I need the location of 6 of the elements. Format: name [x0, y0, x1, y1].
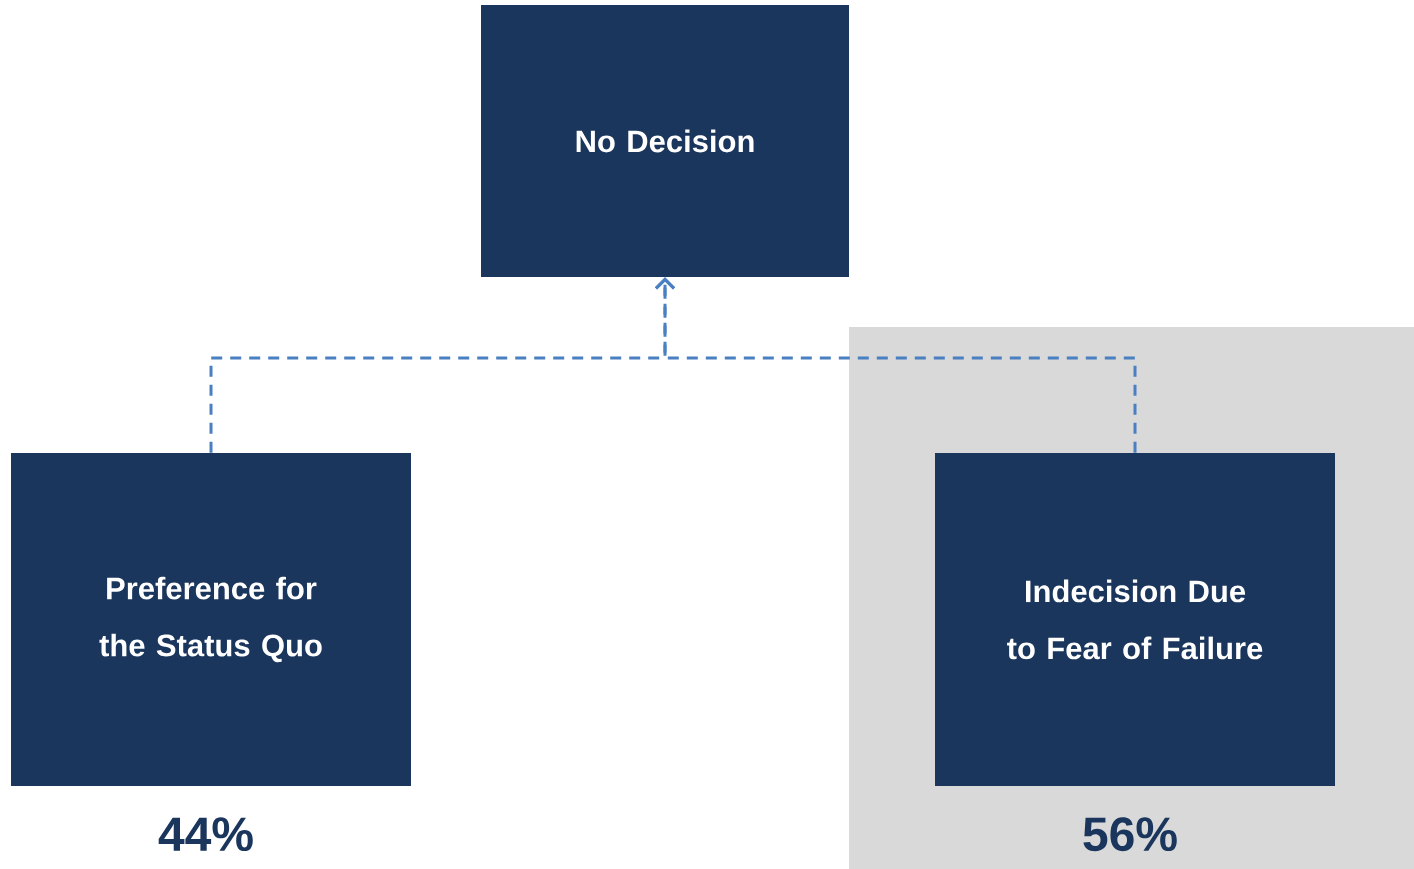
percentage-label: 44%	[158, 817, 253, 852]
percentage-label: 56%	[1083, 817, 1177, 852]
text-box: No Decision	[481, 5, 849, 277]
text-box: Preference for the Status Quo	[11, 453, 411, 786]
connector-arrow	[654, 277, 1137, 453]
text-box: Indecision Due to Fear of Failure	[935, 453, 1335, 786]
